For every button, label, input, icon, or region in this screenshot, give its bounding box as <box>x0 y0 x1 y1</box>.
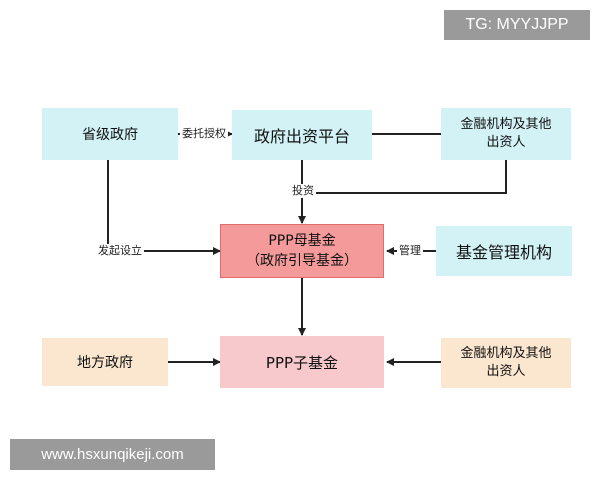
node-local-gov-label: 地方政府 <box>77 355 133 371</box>
node-fin-investors-bottom: 金融机构及其他 出资人 <box>441 338 571 388</box>
edge-fin-merge-line <box>302 160 507 194</box>
node-fin-investors-bottom-line2: 出资人 <box>486 364 526 379</box>
node-provincial-gov: 省级政府 <box>42 108 178 160</box>
node-fund-mgmt: 基金管理机构 <box>436 226 572 276</box>
node-fin-investors-bottom-line1: 金融机构及其他 <box>460 346 552 361</box>
node-local-gov: 地方政府 <box>42 338 168 386</box>
node-mother-fund-line1: PPP母基金 <box>268 233 336 249</box>
node-fin-investors-top-line1: 金融机构及其他 <box>460 117 552 132</box>
node-mother-fund-line2: （政府引导基金） <box>246 253 358 269</box>
edge-label-manage: 管理 <box>397 244 423 258</box>
edge-initiate-line <box>107 160 221 255</box>
node-gov-platform-label: 政府出资平台 <box>253 127 350 146</box>
node-fund-mgmt-label: 基金管理机构 <box>455 243 552 262</box>
node-fin-investors-top-line2: 出资人 <box>486 135 526 150</box>
node-sub-fund-label: PPP子基金 <box>265 353 339 372</box>
edge-label-invest: 投资 <box>290 184 316 198</box>
edge-label-entrust: 委托授权 <box>180 127 228 141</box>
node-sub-fund: PPP子基金 <box>220 336 384 388</box>
node-mother-fund: PPP母基金 （政府引导基金） <box>220 224 384 278</box>
watermark-website: www.hsxunqikeji.com <box>10 439 215 470</box>
node-provincial-gov-label: 省级政府 <box>82 127 138 143</box>
watermark-telegram: TG: MYYJJPP <box>444 10 590 40</box>
node-fin-investors-top: 金融机构及其他 出资人 <box>441 108 571 160</box>
node-gov-platform: 政府出资平台 <box>232 110 372 160</box>
edge-label-initiate: 发起设立 <box>96 244 144 258</box>
